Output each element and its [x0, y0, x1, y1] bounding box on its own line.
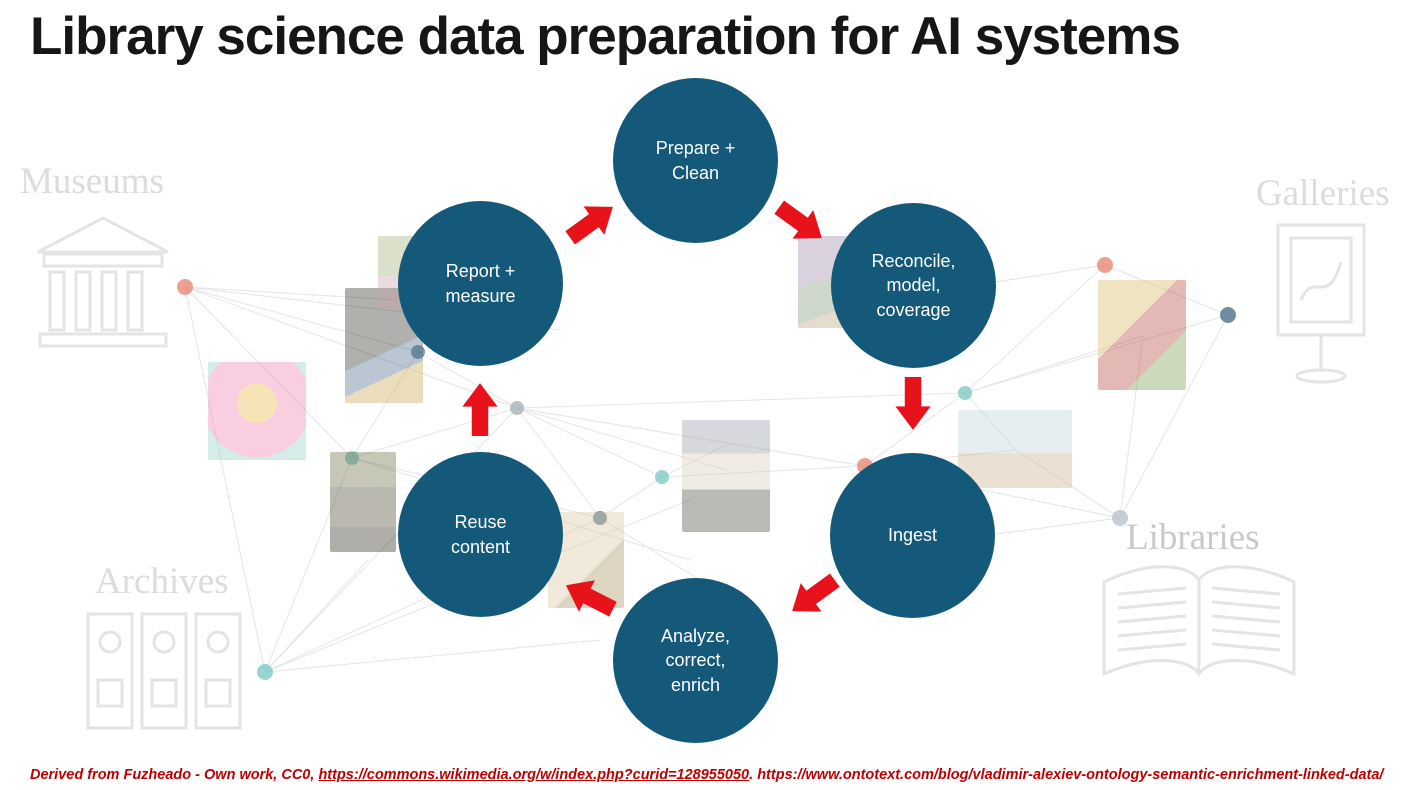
step-reuse-content: Reuse content [398, 452, 563, 617]
arrow-report-to-prepare-icon [565, 206, 613, 245]
step-reuse-content-label: Reuse content [450, 512, 511, 557]
step-analyze-correct-enrich: Analyze, correct, enrich [613, 578, 778, 743]
ontotext-url: https://www.ontotext.com/blog/vladimir-a… [757, 767, 1384, 783]
archive-binders-icon [86, 612, 242, 730]
arrow-prepare-to-reconcile-icon [774, 200, 822, 239]
arrow-ingest-to-analyze-icon [792, 573, 840, 612]
step-prepare-clean-label: Prepare + Clean [655, 138, 736, 183]
artwork-american-gothic [682, 420, 770, 532]
step-ingest-label: Ingest [887, 525, 938, 546]
network-edges [184, 264, 1229, 673]
label-museums: Museums [20, 161, 164, 202]
artwork-mona-lisa [330, 452, 396, 552]
arrow-reconcile-to-ingest-icon [895, 377, 931, 430]
artwork-trinity-icon-painting [1098, 280, 1186, 390]
attribution-prefix: Derived from Fuzheado - Own work, CC0, [30, 767, 319, 783]
arrow-reuse-to-report-icon [462, 383, 498, 436]
museum-building-icon [37, 216, 169, 348]
arrow-analyze-to-reuse-icon [565, 580, 617, 617]
attribution-separator: . [749, 767, 758, 783]
library-open-book-icon [1102, 565, 1296, 677]
page-title: Library science data preparation for AI … [30, 7, 1181, 66]
wikimedia-link[interactable]: https://commons.wikimedia.org/w/index.ph… [318, 767, 750, 783]
step-report-measure-label: Report + measure [445, 261, 516, 306]
artwork-greek-temple-photo [958, 410, 1072, 488]
step-reconcile-model-coverage: Reconcile, model, coverage [831, 203, 996, 368]
step-ingest: Ingest [830, 453, 995, 618]
step-analyze-correct-enrich-label: Analyze, correct, enrich [660, 626, 731, 695]
attribution: Derived from Fuzheado - Own work, CC0, h… [30, 767, 1383, 783]
artwork-pop-art-portrait [208, 362, 306, 460]
label-archives: Archives [95, 561, 229, 602]
step-reconcile-model-coverage-label: Reconcile, model, coverage [871, 251, 956, 320]
step-report-measure: Report + measure [398, 201, 563, 366]
label-galleries: Galleries [1256, 173, 1390, 214]
gallery-frame-icon [1276, 223, 1366, 384]
label-libraries: Libraries [1126, 517, 1260, 558]
step-prepare-clean: Prepare + Clean [613, 78, 778, 243]
